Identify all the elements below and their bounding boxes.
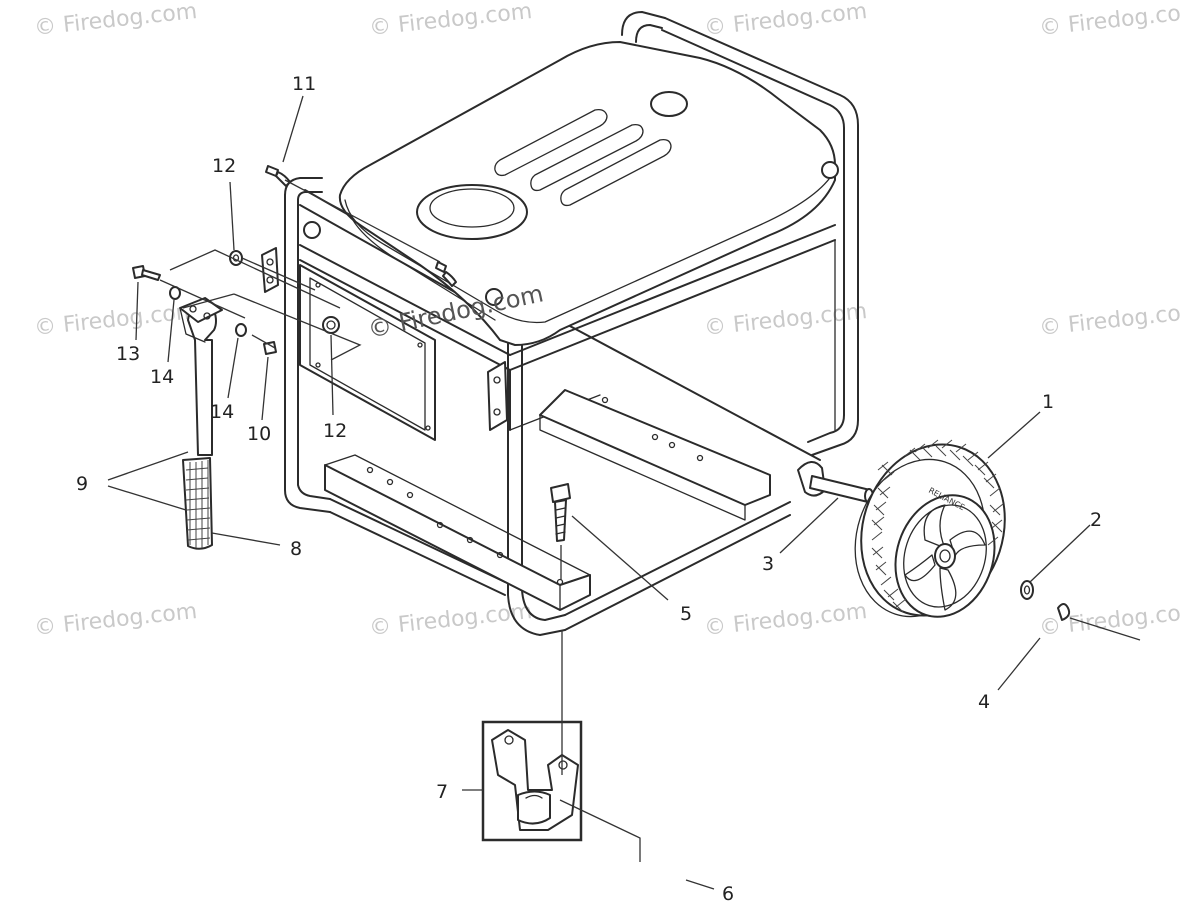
part-label-14: 14	[210, 401, 234, 423]
part-label-4: 4	[978, 691, 990, 713]
foot-mount	[481, 720, 583, 842]
watermark: © Firedog.com	[1038, 299, 1180, 341]
watermark: © Firedog.com	[33, 0, 198, 41]
part-label-7: 7	[436, 781, 448, 803]
part-label-13: 13	[116, 343, 140, 365]
part-label-6: 6	[722, 883, 734, 905]
watermark: © Firedog.com	[703, 0, 868, 41]
watermark: © Firedog.com	[1038, 0, 1180, 41]
callout-leaders	[107, 95, 1141, 691]
part-label-2: 2	[1090, 509, 1102, 531]
watermark: © Firedog.com	[33, 599, 198, 641]
wheel: RELIANCE	[854, 439, 1006, 618]
part-label-9: 9	[76, 473, 88, 495]
handle	[179, 297, 223, 550]
fuel-tank	[303, 41, 839, 346]
assembly-lines	[159, 179, 441, 361]
part-label-3: 3	[762, 553, 774, 575]
part-label-10: 10	[247, 423, 271, 445]
fasteners	[132, 165, 457, 355]
part-labels: 1 2 3 4 5 6 7 8 9 10 11 12 12 13 14 14	[76, 73, 1102, 905]
part-label-12: 12	[323, 420, 347, 442]
part-label-8: 8	[290, 538, 302, 560]
part-label-1: 1	[1042, 391, 1054, 413]
part-label-11: 11	[292, 73, 316, 95]
bolt-5	[550, 483, 571, 542]
part-label-12: 12	[212, 155, 236, 177]
hairpin-4	[1057, 603, 1071, 621]
part-label-14: 14	[150, 366, 174, 388]
watermark: © Firedog.com	[703, 599, 868, 641]
watermark: © Firedog.com	[368, 0, 533, 41]
part-label-5: 5	[680, 603, 692, 625]
washer-2	[1020, 580, 1034, 600]
axle	[809, 475, 874, 504]
generator-body	[261, 224, 836, 441]
